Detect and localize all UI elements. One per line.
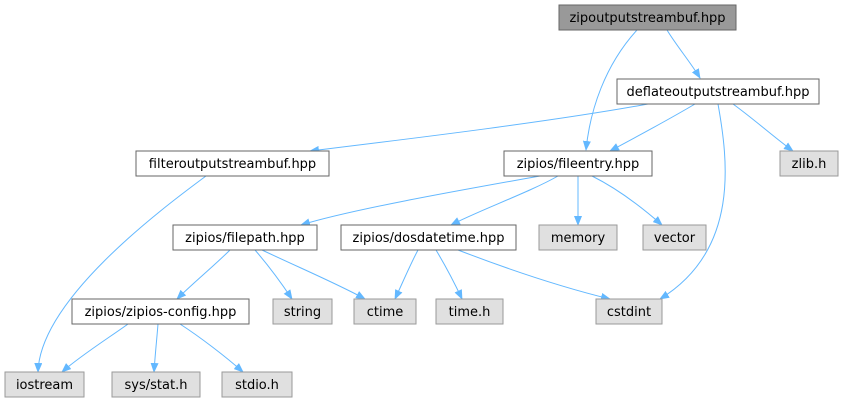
node-label-zipiosconfig: zipios/zipios-config.hpp	[85, 305, 237, 320]
node-iostream: iostream	[4, 371, 85, 398]
edge-deflateoutputstreambuf-to-cstdint	[659, 103, 726, 300]
edge-filteroutputstreambuf-to-iostream	[34, 175, 207, 373]
node-box-deflateoutputstreambuf	[616, 78, 820, 105]
edge-filepath-to-ctime	[261, 249, 366, 300]
node-box-zipoutputstreambuf	[558, 4, 737, 31]
node-box-string	[272, 298, 333, 325]
node-label-sysstat: sys/stat.h	[125, 378, 188, 393]
node-box-filteroutputstreambuf	[135, 150, 330, 177]
edges-layer	[34, 29, 794, 373]
node-filteroutputstreambuf[interactable]: filteroutputstreambuf.hpp	[135, 150, 330, 177]
edge-fileentry-to-dosdatetime	[450, 175, 559, 226]
node-ctime: ctime	[353, 298, 417, 325]
node-label-dosdatetime: zipios/dosdatetime.hpp	[353, 231, 505, 246]
node-label-cstdint: cstdint	[607, 305, 651, 320]
node-cstdint: cstdint	[595, 298, 663, 325]
node-label-string: string	[284, 305, 321, 320]
node-box-iostream	[4, 371, 85, 398]
edge-deflateoutputstreambuf-to-zlib	[732, 103, 794, 152]
node-stdioh: stdio.h	[221, 371, 293, 398]
edge-dosdatetime-to-timeh	[435, 249, 463, 300]
node-memory: memory	[538, 224, 618, 251]
edge-fileentry-to-vector	[591, 175, 663, 226]
node-box-memory	[538, 224, 618, 251]
node-label-ctime: ctime	[367, 305, 404, 320]
node-box-sysstat	[111, 371, 201, 398]
node-label-stdioh: stdio.h	[235, 378, 279, 393]
node-vector: vector	[642, 224, 707, 251]
node-label-deflateoutputstreambuf: deflateoutputstreambuf.hpp	[627, 85, 810, 100]
edge-filepath-to-zipiosconfig	[176, 249, 231, 300]
node-box-filepath	[172, 224, 318, 251]
node-sysstat: sys/stat.h	[111, 371, 201, 398]
node-fileentry[interactable]: zipios/fileentry.hpp	[503, 150, 653, 177]
node-label-filepath: zipios/filepath.hpp	[185, 231, 305, 246]
node-box-timeh	[435, 298, 504, 325]
node-label-zipoutputstreambuf: zipoutputstreambuf.hpp	[569, 11, 725, 26]
node-box-stdioh	[221, 371, 293, 398]
node-filepath[interactable]: zipios/filepath.hpp	[172, 224, 318, 251]
node-label-timeh: time.h	[449, 305, 491, 320]
node-deflateoutputstreambuf[interactable]: deflateoutputstreambuf.hpp	[616, 78, 820, 105]
edge-deflateoutputstreambuf-to-filteroutputstreambuf	[309, 103, 649, 154]
node-zipoutputstreambuf[interactable]: zipoutputstreambuf.hpp	[558, 4, 737, 31]
edge-filepath-to-string	[254, 249, 293, 300]
edge-zipiosconfig-to-sysstat	[150, 323, 159, 373]
node-zlib: zlib.h	[779, 150, 839, 177]
node-box-zipiosconfig	[71, 298, 250, 325]
edge-deflateoutputstreambuf-to-fileentry	[609, 103, 696, 152]
node-string: string	[272, 298, 333, 325]
node-zipiosconfig[interactable]: zipios/zipios-config.hpp	[71, 298, 250, 325]
edge-fileentry-to-filepath	[300, 175, 541, 227]
edge-zipiosconfig-to-stdioh	[179, 323, 244, 373]
node-box-vector	[642, 224, 707, 251]
node-box-cstdint	[595, 298, 663, 325]
node-label-fileentry: zipios/fileentry.hpp	[517, 157, 640, 172]
edge-zipoutputstreambuf-to-fileentry	[582, 29, 638, 151]
node-box-fileentry	[503, 150, 653, 177]
node-timeh: time.h	[435, 298, 504, 325]
node-label-zlib: zlib.h	[792, 157, 827, 172]
node-label-vector: vector	[654, 231, 696, 246]
node-box-ctime	[353, 298, 417, 325]
node-dosdatetime[interactable]: zipios/dosdatetime.hpp	[340, 224, 517, 251]
node-label-filteroutputstreambuf: filteroutputstreambuf.hpp	[149, 157, 316, 172]
edge-dosdatetime-to-cstdint	[457, 249, 611, 301]
node-label-iostream: iostream	[16, 378, 73, 393]
edge-zipoutputstreambuf-to-deflateoutputstreambuf	[666, 29, 701, 79]
node-box-zlib	[779, 150, 839, 177]
edge-zipiosconfig-to-iostream	[61, 323, 129, 373]
node-label-memory: memory	[551, 231, 606, 246]
edge-dosdatetime-to-ctime	[394, 249, 419, 300]
nodes-layer: zipoutputstreambuf.hpp deflateoutputstrea…	[4, 4, 839, 398]
node-box-dosdatetime	[340, 224, 517, 251]
